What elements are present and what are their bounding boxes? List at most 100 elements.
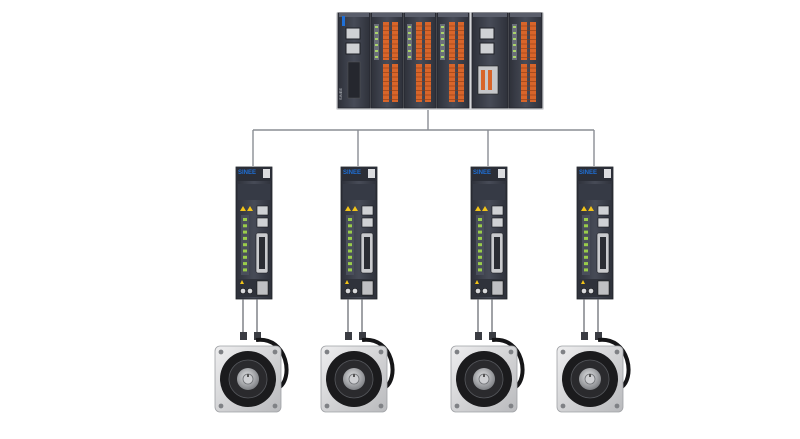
drive-display [238, 184, 270, 200]
servo-drive-icon: SINEE [340, 166, 378, 300]
mounting-hole [272, 349, 278, 355]
plc-module-6 [508, 12, 543, 109]
terminal-strip [449, 64, 455, 102]
ethernet-port-icon [256, 217, 269, 228]
io-led [441, 26, 444, 28]
mounting-hole [324, 403, 330, 409]
terminal-led [243, 230, 247, 234]
terminal-strip [416, 64, 422, 102]
terminal-led [584, 243, 588, 247]
motor-shaft-key [483, 374, 485, 377]
cable-gland [475, 332, 482, 340]
mounting-hole [218, 349, 224, 355]
warning-icon [352, 206, 358, 211]
servo-drive-icon: SINEE [470, 166, 508, 300]
mounting-hole [454, 403, 460, 409]
encoder-port-icon [597, 280, 610, 296]
cable-gland [345, 332, 352, 340]
ethernet-port-icon [491, 205, 504, 216]
plc-module-top [438, 13, 468, 17]
power-terminal-icon [581, 288, 587, 294]
power-terminal-icon [240, 288, 246, 294]
io-led [375, 44, 378, 46]
encoder-port-icon [361, 280, 374, 296]
motor-cable-loop [361, 337, 395, 390]
power-terminal-icon [475, 288, 481, 294]
warning-icon [482, 206, 488, 211]
terminal-strip [458, 22, 464, 60]
terminal-strip [425, 22, 431, 60]
warning-icon [581, 280, 585, 284]
terminal-led [348, 262, 352, 266]
terminal-led [584, 236, 588, 240]
cable-gland [254, 332, 261, 340]
terminal-led [584, 230, 588, 234]
warning-icon [240, 206, 246, 211]
terminal-led [243, 262, 247, 266]
db-connector-pins [259, 237, 265, 269]
ethernet-port-icon [597, 217, 610, 228]
db-connector-pins [494, 237, 500, 269]
io-led [408, 56, 411, 58]
motor-cable-loop [255, 337, 289, 390]
terminal-strip [383, 64, 389, 102]
mounting-hole [272, 403, 278, 409]
terminal-strip [458, 64, 464, 102]
mounting-hole [218, 403, 224, 409]
mounting-hole [508, 403, 514, 409]
io-led [408, 32, 411, 34]
warning-icon [247, 206, 253, 211]
plc-module-2 [370, 12, 404, 109]
db-connector-pins [600, 237, 606, 269]
warning-icon [475, 206, 481, 211]
io-led [375, 56, 378, 58]
terminal-led [243, 236, 247, 240]
terminal-strip [383, 22, 389, 60]
cable-gland [359, 332, 366, 340]
plc-cpu-panel [347, 61, 361, 99]
terminal-led [348, 224, 352, 228]
mounting-hole [378, 403, 384, 409]
motor-shaft-key [353, 374, 355, 377]
terminal-strip [530, 64, 536, 102]
plc-module-4 [436, 12, 470, 109]
ethernet-port-icon [256, 205, 269, 216]
plc-module-top [372, 13, 402, 17]
servo-motor-icon [320, 299, 395, 413]
io-led [513, 38, 516, 40]
ethernet-port-icon [345, 27, 361, 40]
terminal-strip [481, 70, 485, 90]
plc-module-top [473, 13, 507, 17]
power-terminal-icon [482, 288, 488, 294]
terminal-led [348, 236, 352, 240]
db-connector-pins [364, 237, 370, 269]
ethernet-port-icon [361, 217, 374, 228]
io-led [375, 50, 378, 52]
terminal-led [243, 218, 247, 221]
terminal-led [478, 224, 482, 228]
power-terminal-icon [352, 288, 358, 294]
mounting-hole [614, 349, 620, 355]
motor-cable-loop [491, 337, 525, 390]
ethernet-port-icon [479, 27, 495, 40]
terminal-led [584, 249, 588, 253]
motor-shaft-key [247, 374, 249, 377]
mounting-hole [614, 403, 620, 409]
cable-gland [240, 332, 247, 340]
servo-motor-icon [450, 299, 525, 413]
drive-qr-icon [498, 169, 505, 178]
terminal-led [348, 218, 352, 221]
terminal-led [478, 230, 482, 234]
io-led [441, 50, 444, 52]
terminal-led [584, 255, 588, 259]
ethernet-port-icon [345, 42, 361, 55]
warning-icon [345, 280, 349, 284]
terminal-strip [521, 22, 527, 60]
terminal-led [584, 218, 588, 221]
encoder-port-icon [491, 280, 504, 296]
warning-icon [345, 206, 351, 211]
plc-brand-mark: SINEE [338, 88, 343, 100]
terminal-led [478, 262, 482, 266]
